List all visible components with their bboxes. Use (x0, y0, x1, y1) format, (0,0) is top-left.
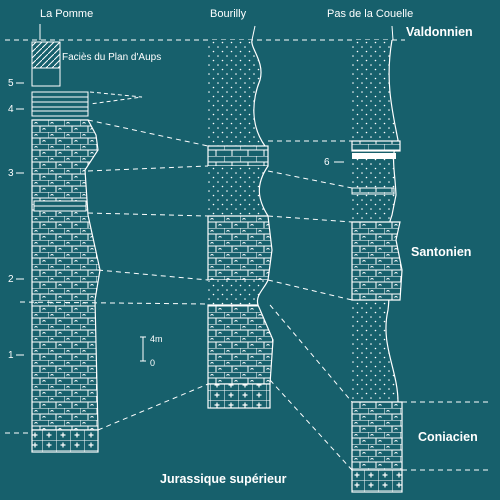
level-6-bed (352, 153, 396, 159)
column-title-bourilly: Bourilly (210, 8, 247, 20)
level-label-2: 2 (8, 274, 14, 285)
scale-label-0: 0 (150, 358, 155, 368)
bourilly-sand-lower (208, 280, 268, 305)
pas-couelle-sand (352, 40, 398, 402)
correlation-line-e2 (269, 304, 353, 403)
level-label-3: 3 (8, 168, 14, 179)
plan-d-aups-facies-block (31, 41, 61, 69)
stage-label-santonien: Santonien (411, 245, 471, 259)
bourilly-limestone-santonien (207, 215, 273, 281)
pas-couelle-thin-bed (351, 187, 395, 195)
scale-bar: 4m 0 (140, 334, 163, 368)
bourilly-sand-upper (208, 40, 265, 146)
correlation-line-d2 (267, 279, 353, 301)
correlation-line-e (19, 301, 209, 305)
la-pomme-limestone-body (31, 119, 101, 431)
correlation-line-c2 (267, 215, 353, 223)
pas-couelle-tick (391, 25, 394, 41)
stage-label-jurassique-superieur: Jurassique supérieur (160, 472, 287, 486)
la-pomme-column (31, 41, 101, 453)
stage-label-valdonnien: Valdonnien (406, 25, 473, 39)
la-pomme-basement (31, 429, 99, 453)
pas-couelle-limestone-santonien (351, 221, 403, 301)
correlation-line-b (87, 165, 209, 172)
correlation-line-c (87, 212, 209, 217)
bourilly-sand-middle (208, 166, 268, 216)
bourilly-column (207, 39, 274, 409)
level-label-1: 1 (8, 350, 14, 361)
bourilly-brick-bed (207, 145, 269, 167)
level-label-5: 5 (8, 78, 14, 89)
laminated-layer-4 (31, 91, 89, 117)
facies-arrow (89, 91, 143, 105)
correlation-lines (5, 119, 490, 471)
stage-label-coniacien: Coniacien (418, 430, 478, 444)
scale-label-4m: 4m (150, 334, 163, 344)
bourilly-basement (207, 383, 271, 409)
pas-couelle-upper-bed (351, 140, 401, 152)
level-label-4: 4 (8, 104, 14, 115)
bourilly-tick (251, 25, 256, 41)
pas-couelle-limestone-coniacien (351, 401, 403, 471)
correlation-line-b2 (267, 170, 353, 189)
level-label-6: 6 (324, 157, 330, 168)
facies-plan-d-aups-label: Faciès du Plan d'Aups (62, 52, 161, 63)
correlation-line-f2 (269, 379, 353, 471)
correlation-line-a (87, 119, 209, 147)
correlation-line-base (97, 383, 209, 431)
bourilly-limestone-lower (207, 304, 274, 385)
pas-couelle-basement (351, 469, 403, 493)
column-title-pas-de-la-couelle: Pas de la Couelle (327, 8, 413, 20)
pas-de-la-couelle-column (351, 39, 403, 493)
column-title-la-pomme: La Pomme (40, 8, 93, 20)
correlation-line-d (97, 269, 209, 281)
